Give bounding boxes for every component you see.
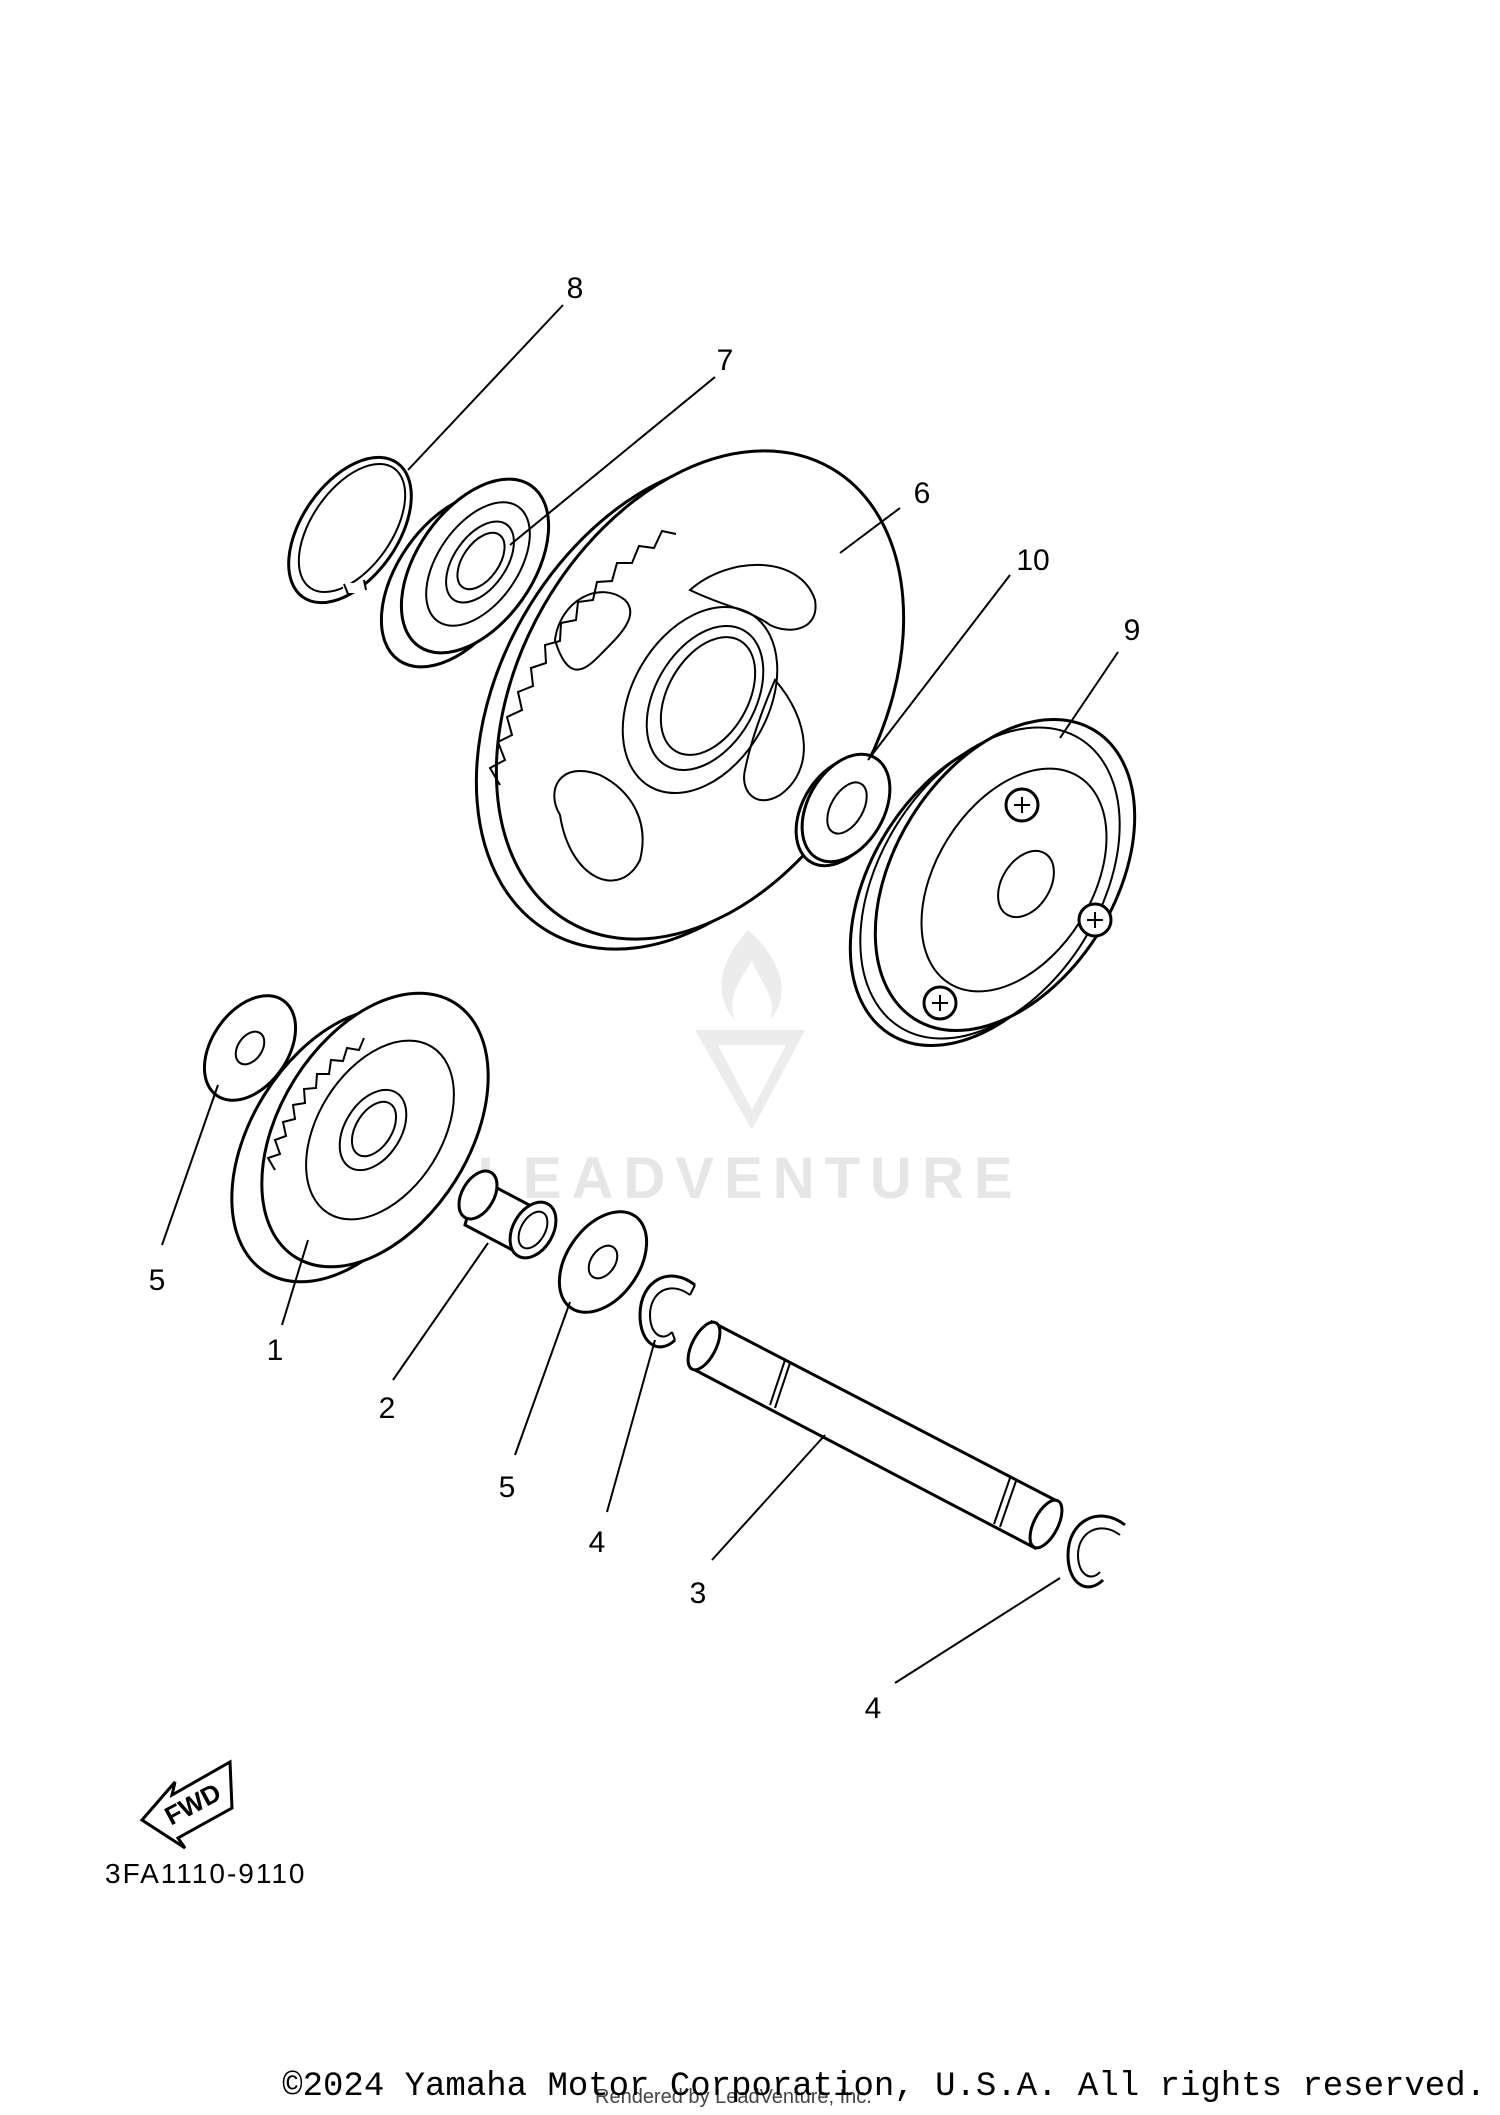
callout-1: 1 <box>267 1334 284 1367</box>
watermark: LEADVENTURE <box>477 930 1022 1211</box>
rendered-by-text: Rendered by LeadVenture, Inc. <box>595 2086 872 2108</box>
part-5-washer-lower <box>557 1210 649 1314</box>
screw-icon <box>1004 787 1040 823</box>
callout-7: 7 <box>717 344 734 377</box>
callout-5-lower: 5 <box>499 1471 516 1504</box>
copyright-text: ©2024 Yamaha Motor Corporation, U.S.A. A… <box>282 2068 1486 2106</box>
watermark-text: LEADVENTURE <box>477 1146 1022 1211</box>
part-1-idler-gear <box>230 991 490 1284</box>
watermark-logo-icon <box>695 930 805 1130</box>
part-10-washer <box>794 752 892 868</box>
callout-10: 10 <box>1016 544 1049 577</box>
screw-icon <box>1077 902 1113 938</box>
part-8-circlip <box>287 455 413 605</box>
part-2-needle-bearing <box>457 1169 558 1260</box>
leader-lines <box>161 304 1119 1684</box>
part-9-starter-clutch <box>848 717 1137 1048</box>
callout-6: 6 <box>914 477 931 510</box>
part-3-shaft <box>686 1319 1064 1551</box>
callout-3: 3 <box>690 1577 707 1610</box>
callout-8: 8 <box>567 272 584 305</box>
part-7-bearing <box>379 477 551 669</box>
part-4-circlip-lower <box>1066 1514 1126 1589</box>
callout-4-lower: 4 <box>865 1692 882 1725</box>
callout-5-left: 5 <box>149 1264 166 1297</box>
callout-2: 2 <box>379 1392 396 1425</box>
part-4-circlip <box>638 1274 696 1349</box>
callouts: 8 7 6 10 9 5 1 2 5 4 3 4 <box>149 272 1141 1725</box>
fwd-arrow-icon: FWD <box>139 1759 234 1850</box>
screw-icon <box>922 985 958 1021</box>
callout-4-upper: 4 <box>589 1526 606 1559</box>
diagram-code: 3FA1110-9110 <box>105 1858 306 1889</box>
callout-9: 9 <box>1124 614 1141 647</box>
